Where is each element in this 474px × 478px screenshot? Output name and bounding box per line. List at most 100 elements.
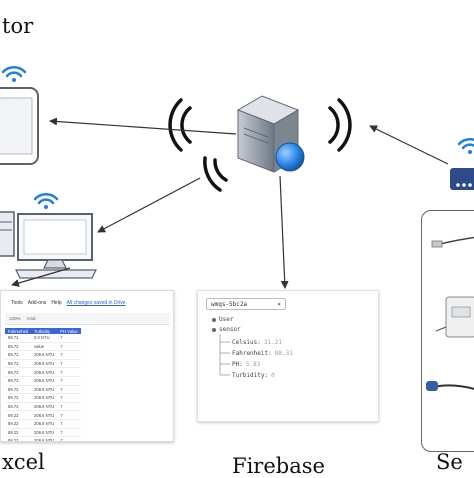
table-header-row: Fahrenheit Turbidity PH Value [5, 328, 81, 334]
table-cell[interactable]: 206.8 NTU [31, 350, 58, 360]
table-cell[interactable]: 7 [57, 419, 81, 429]
wifi-icon [457, 137, 474, 154]
desktop-computer-icon [0, 211, 97, 279]
table-cell[interactable]: 7 [57, 367, 81, 377]
table-cell[interactable]: 89.72 [5, 367, 32, 377]
table-cell[interactable]: 206.8 NTU [31, 376, 58, 386]
router-icon [450, 168, 474, 190]
tree-field-ph[interactable]: PH: 5.83 [232, 361, 260, 368]
tree-field-fahrenheit[interactable]: Fahrenheit: 88.31 [232, 350, 293, 357]
table-cell[interactable]: 89.22 [5, 428, 32, 438]
close-icon[interactable]: × [277, 300, 281, 308]
tablet-icon [0, 87, 39, 165]
table-cell[interactable]: 206.8 NTU [31, 402, 58, 412]
table-cell[interactable]: 89.22 [5, 410, 32, 420]
table-cell[interactable]: 89.72 [5, 359, 32, 369]
zoom-select[interactable]: 100% [9, 316, 21, 321]
firebase-label: Firebase [232, 454, 325, 478]
wifi-icon [1, 65, 27, 82]
firebase-database-screenshot: wmqs-5bc2a × User sensor Celsius: 31.21 … [197, 290, 379, 422]
field-value: 31.21 [263, 339, 282, 346]
field-value: 5.83 [245, 361, 261, 368]
menu-item-addons[interactable]: Add-ons [27, 300, 47, 306]
column-header: Fahrenheit [5, 328, 32, 334]
table-cell[interactable]: value [31, 342, 58, 352]
ph-probe-icon [426, 381, 474, 391]
table-cell[interactable]: 7 [57, 376, 81, 386]
tree-field-celsius[interactable]: Celsius: 31.21 [232, 339, 282, 346]
table-cell[interactable]: 7 [57, 428, 81, 438]
table-cell[interactable]: 89.72 [5, 393, 32, 403]
temperature-probe-icon [431, 236, 474, 248]
column-header: PH Value [57, 328, 81, 334]
database-name-field[interactable]: wmqs-5bc2a × [206, 298, 286, 310]
table-cell[interactable]: 89.72 [5, 376, 32, 386]
table-cell[interactable]: 7 [57, 385, 81, 395]
tree-node-user[interactable]: User [212, 316, 233, 323]
node-label: User [219, 316, 234, 323]
node-dot-icon [212, 327, 216, 332]
table-cell[interactable]: 206.8 NTU [31, 393, 58, 403]
excel-label: xcel [2, 450, 45, 474]
table-cell[interactable]: 206.8 NTU [31, 385, 58, 395]
table-cell[interactable]: 7 [57, 410, 81, 420]
tree-field-turbidity[interactable]: Turbidity: 0 [232, 372, 275, 379]
table-cell[interactable]: 89.22 [5, 419, 32, 429]
table-cell[interactable]: 206.8 NTU [31, 436, 58, 441]
table-cell[interactable]: 206.8 NTU [31, 359, 58, 369]
spreadsheet-menu: Tools Add-ons Help All changes saved in … [1, 291, 173, 310]
menu-item-help[interactable]: Help [51, 300, 62, 306]
table-cell[interactable]: 7 [57, 393, 81, 403]
table-cell[interactable]: 89.72 [5, 350, 32, 360]
table-cell[interactable]: 206.8 NTU [31, 428, 58, 438]
table-cell[interactable]: 89.72 [5, 402, 32, 412]
table-cell[interactable]: 7 [57, 350, 81, 360]
table-cell[interactable]: 206.8 NTU [31, 410, 58, 420]
wifi-icon [33, 192, 59, 209]
field-key: Fahrenheit: [232, 350, 272, 357]
table-cell[interactable]: 7 [57, 436, 81, 441]
table-cell[interactable]: 7 [57, 402, 81, 412]
field-key: PH: [232, 361, 243, 368]
table-cell[interactable]: 7 [57, 334, 81, 343]
field-value: 88.31 [274, 350, 293, 357]
menu-item-tools[interactable]: Tools [11, 300, 23, 306]
tree-lines [219, 334, 230, 376]
table-cell[interactable]: 89.72 [5, 334, 32, 343]
column-header: Turbidity [31, 328, 58, 334]
table-cell[interactable]: 89.72 [5, 385, 32, 395]
saved-status[interactable]: All changes saved in Drive [66, 300, 126, 306]
turbidity-sensor-icon [435, 296, 474, 338]
sensor-label: Se [436, 450, 463, 474]
database-name: wmqs-5bc2a [211, 300, 248, 308]
node-label: sensor [219, 326, 241, 333]
table-cell[interactable]: 0.0 NTU [31, 334, 58, 343]
table-cell[interactable]: 7 [57, 342, 81, 352]
sensor-panel [421, 210, 474, 452]
signal-wave-icon [168, 98, 352, 192]
monitor-label: tor [2, 14, 34, 38]
font-select[interactable]: Arial [26, 316, 36, 321]
table-cell[interactable]: 89.72 [5, 342, 32, 352]
table-cell[interactable]: 206.8 NTU [31, 367, 58, 377]
table-cell[interactable]: 206.8 NTU [31, 419, 58, 429]
table-cell[interactable]: 89.22 [5, 436, 32, 441]
sensor-devices [426, 236, 474, 391]
spreadsheet-toolbar: 100% Arial [5, 313, 169, 325]
table-cell[interactable]: 7 [57, 359, 81, 369]
field-value: 0 [271, 372, 275, 379]
field-key: Celsius: [232, 339, 261, 346]
tree-node-sensor[interactable]: sensor [212, 326, 241, 333]
